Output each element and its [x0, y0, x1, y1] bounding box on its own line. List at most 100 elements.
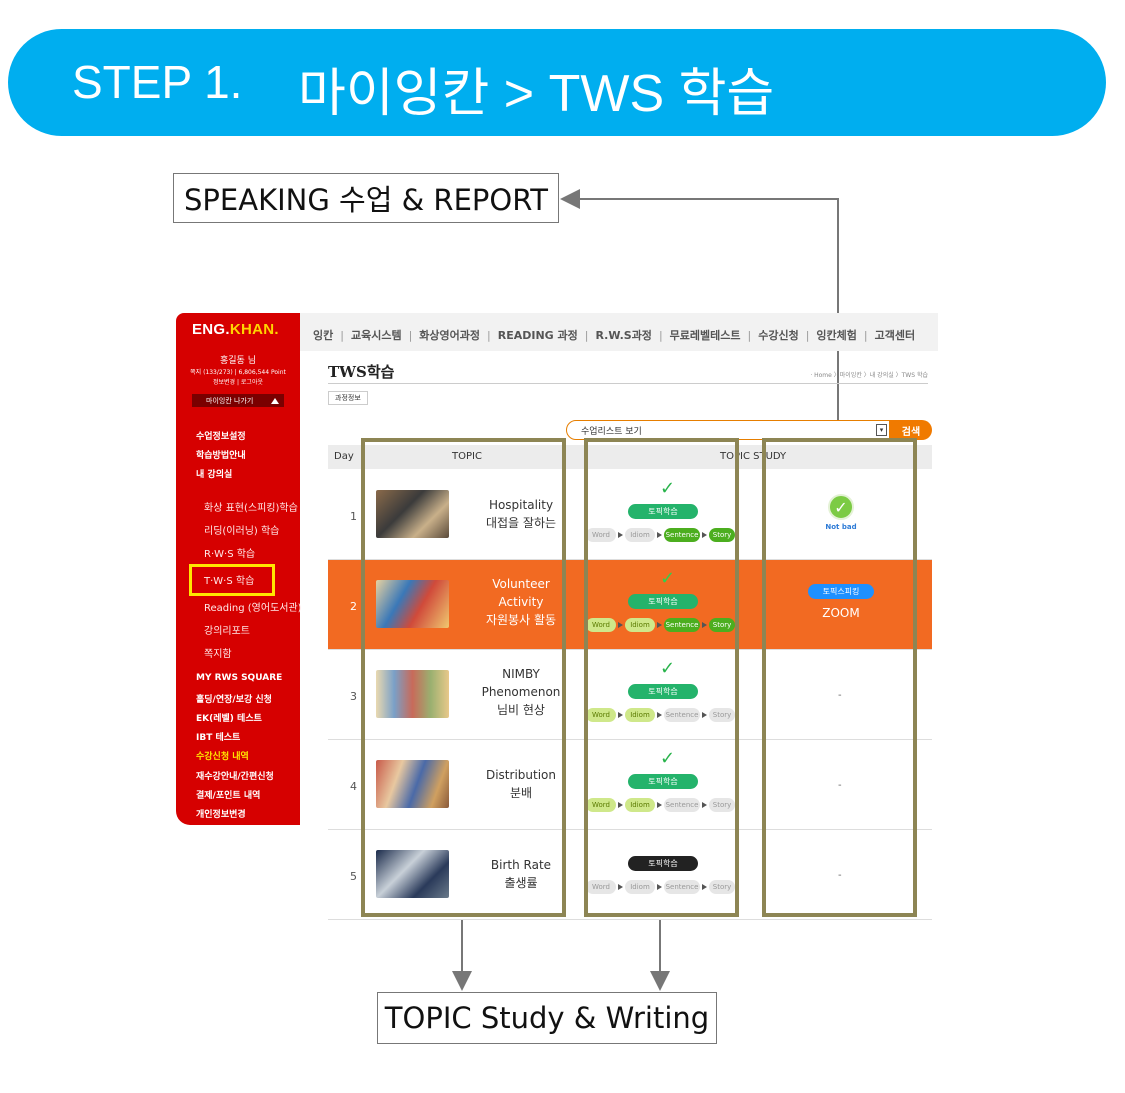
step-sentence[interactable]: Sentence	[664, 708, 700, 722]
step-word[interactable]: Word	[586, 880, 616, 894]
class-list-select[interactable]: 수업리스트 보기 ▾	[566, 420, 890, 440]
submenu-messages[interactable]: 쪽지함	[204, 649, 232, 660]
submenu-speaking[interactable]: 화상 표현(스피킹)학습	[204, 503, 298, 514]
check-icon: ✓	[660, 568, 676, 589]
step-idiom[interactable]: Idiom	[625, 880, 655, 894]
step-idiom[interactable]: Idiom	[625, 618, 655, 632]
app-screenshot: ENG.KHAN. 홍길동 님 쪽지 (133/273) | 6,806,544…	[176, 313, 938, 925]
submenu-tws[interactable]: T·W·S 학습	[204, 576, 255, 587]
user-messages-points[interactable]: 쪽지 (133/273) | 6,806,544 Point	[190, 369, 286, 376]
nav-level-test[interactable]: 무료레벨테스트	[669, 329, 741, 342]
step-word[interactable]: Word	[586, 528, 616, 542]
course-info-tab[interactable]: 과정정보	[328, 391, 368, 405]
tws-highlight	[189, 564, 275, 596]
topic-thumbnail[interactable]	[376, 670, 449, 718]
user-name: 홍길동 님	[220, 356, 256, 366]
menu-ek-test[interactable]: EK(레벨) 테스트	[196, 714, 262, 724]
topic-study-callout: TOPIC Study & Writing	[377, 992, 717, 1044]
checkmark-badge-icon[interactable]: ✓	[828, 494, 854, 520]
topic-study-button[interactable]: 토픽학습	[628, 684, 698, 699]
nav-education-system[interactable]: 교육시스템	[350, 329, 402, 342]
submenu-rws[interactable]: R·W·S 학습	[204, 549, 256, 560]
step-sentence[interactable]: Sentence	[664, 798, 700, 812]
user-links[interactable]: 정보변경 | 로그아웃	[213, 379, 263, 386]
study-steps: Word Idiom Sentence Story	[586, 708, 742, 722]
nav-enroll[interactable]: 수강신청	[758, 329, 799, 342]
row-day: 5	[350, 870, 357, 883]
step-word[interactable]: Word	[586, 618, 616, 632]
topic-study-button[interactable]: 토픽학습	[628, 594, 698, 609]
step-idiom[interactable]: Idiom	[625, 798, 655, 812]
menu-re-enroll[interactable]: 재수강안내/간편신청	[196, 772, 274, 782]
eng-khan-logo[interactable]: ENG.KHAN.	[192, 321, 279, 338]
title-divider	[328, 383, 928, 384]
menu-profile[interactable]: 개인정보변경	[196, 810, 246, 820]
menu-study-guide[interactable]: 학습방법안내	[196, 451, 246, 461]
menu-class-settings[interactable]: 수업정보설정	[196, 432, 246, 442]
submenu-lecture-report[interactable]: 강의리포트	[204, 626, 250, 637]
speaking-callout: SPEAKING 수업 & REPORT	[173, 173, 559, 223]
table-header: Day TOPIC TOPIC STUDY	[328, 445, 932, 469]
topic-thumbnail[interactable]	[376, 490, 449, 538]
step-sentence[interactable]: Sentence	[664, 618, 700, 632]
menu-my-classroom[interactable]: 내 강의실	[196, 470, 233, 480]
header-topic-study: TOPIC STUDY	[720, 451, 787, 462]
step-title: 마이잉칸 > TWS 학습	[298, 65, 775, 123]
step-sentence[interactable]: Sentence	[664, 880, 700, 894]
nav-video-english[interactable]: 화상영어과정	[419, 329, 481, 342]
top-navigation: 잉칸| 교육시스템| 화상영어과정| READING 과정| R.W.S과정| …	[306, 319, 938, 351]
menu-enrollment-history[interactable]: 수강신청 내역	[196, 752, 249, 762]
step-story[interactable]: Story	[709, 528, 735, 542]
no-speaking: -	[838, 780, 842, 791]
topic-thumbnail[interactable]	[376, 580, 449, 628]
step-story[interactable]: Story	[709, 798, 735, 812]
topic-study-button[interactable]: 토픽학습	[628, 856, 698, 871]
row-day: 3	[350, 690, 357, 703]
exit-my-ingkhan-button[interactable]: 마이잉칸 나가기	[192, 394, 284, 407]
step-idiom[interactable]: Idiom	[625, 708, 655, 722]
menu-ibt-test[interactable]: IBT 테스트	[196, 733, 241, 743]
row-day: 4	[350, 780, 357, 793]
step-story[interactable]: Story	[709, 880, 735, 894]
topic-thumbnail[interactable]	[376, 760, 449, 808]
topic-thumbnail[interactable]	[376, 850, 449, 898]
step-word[interactable]: Word	[586, 708, 616, 722]
menu-my-rws-square[interactable]: MY RWS SQUARE	[196, 673, 283, 683]
study-result-label: Not bad	[825, 523, 857, 531]
topic-speaking-button[interactable]: 토픽스피킹	[808, 584, 874, 599]
menu-payment[interactable]: 결제/포인트 내역	[196, 791, 261, 801]
topic-study-button[interactable]: 토픽학습	[628, 504, 698, 519]
nav-ingkhan[interactable]: 잉칸	[313, 329, 334, 342]
nav-rws[interactable]: R.W.S과정	[595, 329, 652, 342]
check-icon: ✓	[660, 748, 676, 769]
study-steps: Word Idiom Sentence Story	[586, 880, 742, 894]
header-day: Day	[334, 451, 354, 462]
search-button[interactable]: 검색	[890, 420, 932, 440]
chevron-down-icon[interactable]: ▾	[876, 424, 887, 436]
page-title: TWS학습	[328, 363, 395, 381]
step-story[interactable]: Story	[709, 708, 735, 722]
breadcrumb[interactable]: · Home 〉마이잉칸 〉내 강의실 〉TWS 학습	[810, 372, 928, 379]
step-word[interactable]: Word	[586, 798, 616, 812]
menu-holding[interactable]: 홀딩/연장/보강 신청	[196, 695, 272, 705]
nav-reading[interactable]: READING 과정	[497, 329, 578, 342]
step-story[interactable]: Story	[709, 618, 735, 632]
nav-trial[interactable]: 잉칸체험	[816, 329, 857, 342]
zoom-link[interactable]: ZOOM	[822, 606, 860, 620]
submenu-reading-library[interactable]: Reading (영어도서관)	[204, 603, 302, 614]
submenu-reading-elearning[interactable]: 리딩(이러닝) 학습	[204, 526, 280, 537]
nav-customer-center[interactable]: 고객센터	[874, 329, 916, 342]
step-sentence[interactable]: Sentence	[664, 528, 700, 542]
row-day: 2	[350, 600, 357, 613]
step-idiom[interactable]: Idiom	[625, 528, 655, 542]
topic-study-button[interactable]: 토픽학습	[628, 774, 698, 789]
topnav-background	[300, 313, 938, 351]
